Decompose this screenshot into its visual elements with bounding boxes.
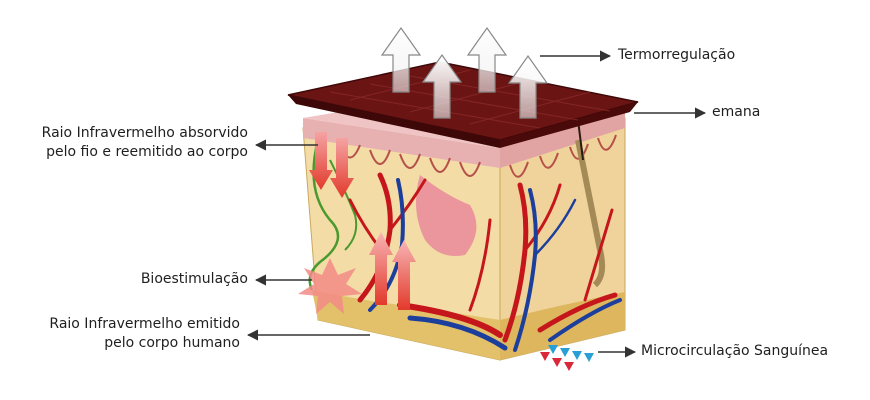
label-biostimulation: Bioestimulação (140, 271, 248, 287)
label-fabric: emana (712, 104, 761, 120)
papillae (339, 134, 617, 178)
ir-down-arrow-2 (330, 138, 354, 198)
label-ir-absorbed-line1: Raio Infravermelho absorvido (41, 125, 248, 141)
heat-arrow-3 (466, 26, 508, 93)
biostimulation-burst (298, 258, 362, 314)
epidermis-front (303, 118, 500, 168)
arteries (348, 172, 618, 343)
ir-absorbed-arrows (309, 132, 354, 198)
fat-layer-front (312, 290, 500, 360)
label-ir-emitted-line2: pelo corpo humano (104, 335, 240, 351)
epidermis-side (500, 108, 625, 168)
heat-arrow-1 (380, 26, 422, 93)
heat-arrow-4 (507, 54, 549, 119)
microcirculation-markers (540, 345, 594, 371)
fabric-side-edge (500, 102, 638, 148)
heat-arrows (380, 26, 549, 119)
label-ir-emitted-line1: Raio Infravermelho emitido (49, 316, 240, 332)
hair-follicle (575, 139, 606, 288)
gland (416, 175, 477, 256)
label-termoregulation: Termorregulação (618, 47, 736, 63)
label-ir-absorbed-line2: pelo fio e reemitido ao corpo (46, 144, 248, 160)
fabric-front-edge (288, 95, 500, 148)
label-ir-emitted: Raio Infravermelho emitido pelo corpo hu… (12, 315, 240, 353)
pointer-lines (246, 50, 707, 358)
ir-emitted-arrows (369, 232, 416, 310)
label-ir-absorbed: Raio Infravermelho absorvido pelo fio e … (12, 124, 248, 162)
ir-up-arrow-1 (369, 232, 393, 305)
fat-layer-side (500, 292, 625, 360)
ir-up-arrow-2 (392, 240, 416, 310)
label-microcirculation: Microcirculação Sanguínea (641, 343, 829, 359)
ir-down-arrow-1 (309, 132, 333, 190)
heat-arrow-2 (421, 53, 463, 119)
